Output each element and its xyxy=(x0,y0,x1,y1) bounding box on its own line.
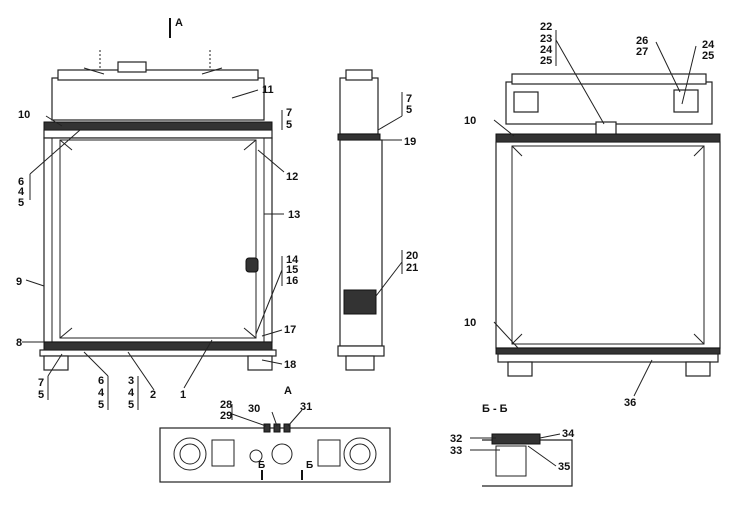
rear-tank-lid xyxy=(511,73,707,85)
callout: 8 xyxy=(16,337,22,349)
callout: 7 xyxy=(286,107,292,119)
callout: 5 xyxy=(406,104,412,116)
callout: 9 xyxy=(16,276,22,288)
callout: 30 xyxy=(248,403,260,415)
callout: 2 xyxy=(150,389,156,401)
callout: 7 xyxy=(38,377,44,389)
callout: 35 xyxy=(558,461,570,473)
rear-frame xyxy=(495,141,721,349)
callout: 32 xyxy=(450,433,462,445)
callout: 25 xyxy=(702,50,714,62)
rear-bottom-tank xyxy=(497,353,719,363)
callout: 16 xyxy=(286,275,298,287)
callout: 3 xyxy=(128,375,134,387)
rear-view: 22 23 24 25 26 27 24 25 10 10 36 xyxy=(464,21,721,409)
callout: 28 xyxy=(220,399,232,411)
callout: 27 xyxy=(636,46,648,58)
callout: 34 xyxy=(562,428,575,440)
section-b-title: Б - Б xyxy=(482,403,508,415)
callout: 14 xyxy=(286,254,299,266)
callout: 20 xyxy=(406,250,418,262)
callout: 23 xyxy=(540,33,552,45)
bottom-tank xyxy=(39,349,277,357)
right-foot xyxy=(247,355,273,371)
section-a-title: А xyxy=(284,385,292,397)
view-a-body xyxy=(159,427,391,483)
top-rail xyxy=(43,121,273,131)
rear-left-foot xyxy=(507,361,533,377)
rear-port-left xyxy=(513,91,539,113)
callout: 4 xyxy=(98,387,105,399)
rear-top-rail xyxy=(495,133,721,143)
filler-cap xyxy=(117,61,147,73)
callout: 24 xyxy=(702,39,715,51)
left-port xyxy=(173,437,207,471)
callout: 10 xyxy=(18,109,30,121)
left-bracket xyxy=(211,439,235,467)
callout: 13 xyxy=(288,209,300,221)
callout: 5 xyxy=(128,399,134,411)
callout: 17 xyxy=(284,324,296,336)
side-foot xyxy=(345,355,375,371)
callout: 33 xyxy=(450,445,462,457)
section-neck xyxy=(495,445,527,477)
right-bracket xyxy=(317,439,341,467)
rear-core xyxy=(511,145,705,345)
rear-right-foot xyxy=(685,361,711,377)
callout: 22 xyxy=(540,21,552,33)
bottom-rail xyxy=(43,341,273,351)
callout: 6 xyxy=(18,176,24,188)
callout: 7 xyxy=(406,93,412,105)
callout: 29 xyxy=(220,410,232,422)
callout: 24 xyxy=(540,44,553,56)
callout: 25 xyxy=(540,55,552,67)
callout: 4 xyxy=(128,387,135,399)
side-bottom-tank xyxy=(337,345,385,357)
top-tank xyxy=(51,77,265,121)
callout: 15 xyxy=(286,264,298,276)
section-b-b: Б - Б 32 33 34 35 xyxy=(450,403,575,487)
drain-valve xyxy=(245,257,259,273)
rear-bottom-rail xyxy=(495,347,721,355)
callout: 6 xyxy=(98,375,104,387)
side-view: 7 5 19 20 21 xyxy=(337,69,418,371)
view-a: А Б Б 28 29 30 31 xyxy=(159,385,391,483)
callout: 5 xyxy=(18,197,24,209)
callout: 4 xyxy=(18,186,25,198)
callout: 10 xyxy=(464,115,476,127)
core-frame xyxy=(43,137,273,343)
callout: 18 xyxy=(284,359,296,371)
bolt xyxy=(249,449,263,463)
callout: 1 xyxy=(180,389,186,401)
section-cap xyxy=(491,433,541,445)
side-core xyxy=(339,139,383,347)
view-marker: А xyxy=(175,17,183,29)
front-view: А xyxy=(16,17,300,411)
callout: 36 xyxy=(624,397,636,409)
core xyxy=(59,139,257,339)
side-top-rail xyxy=(337,133,381,141)
section-mark-right: Б xyxy=(306,460,313,471)
callout: 19 xyxy=(404,136,416,148)
callout: 21 xyxy=(406,262,418,274)
rear-port-right xyxy=(673,89,699,113)
callout: 12 xyxy=(286,171,298,183)
callout: 11 xyxy=(262,84,274,96)
side-core-pack xyxy=(343,289,377,315)
side-filler xyxy=(345,69,373,81)
callout: 5 xyxy=(38,389,44,401)
filler-neck xyxy=(271,443,293,465)
callout: 5 xyxy=(98,399,104,411)
callout: 31 xyxy=(300,401,312,413)
callout: 5 xyxy=(286,119,292,131)
top-tank-lid xyxy=(57,69,259,81)
side-top-tank xyxy=(339,77,379,135)
callout: 26 xyxy=(636,35,648,47)
callout: 10 xyxy=(464,317,476,329)
section-mark-left: Б xyxy=(258,460,265,471)
right-port xyxy=(343,437,377,471)
